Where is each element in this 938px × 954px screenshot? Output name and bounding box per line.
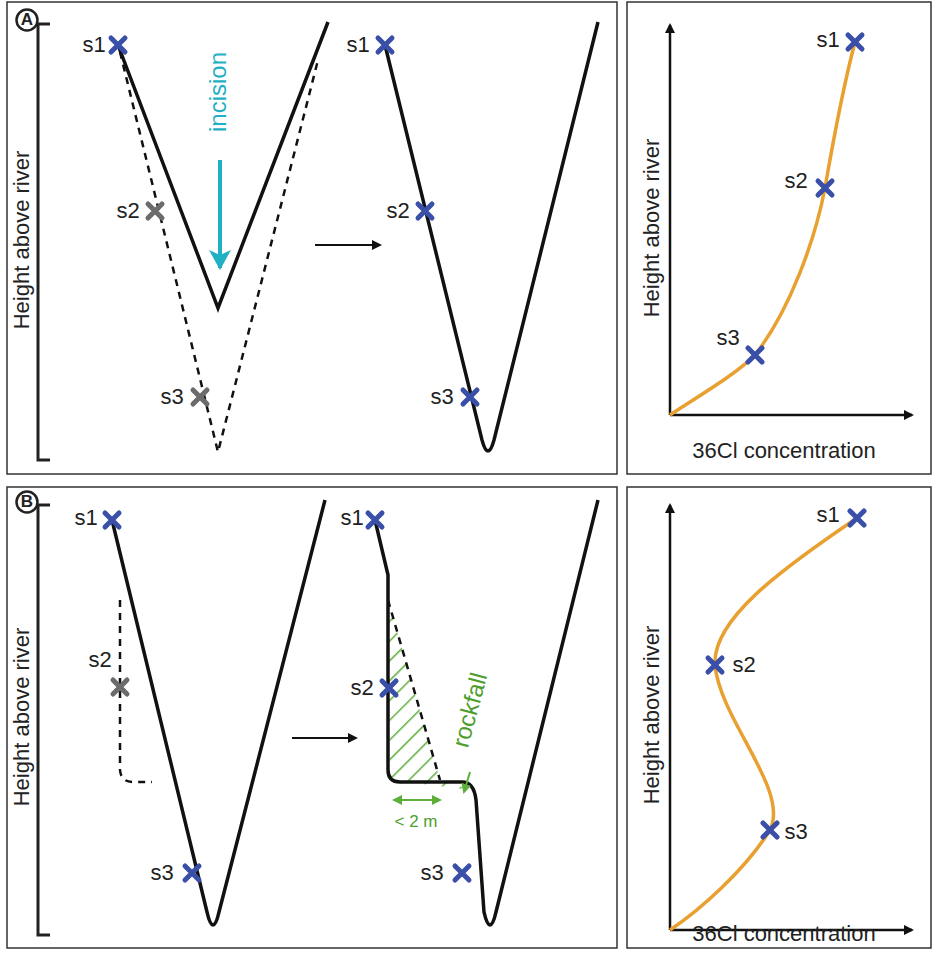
sample-label: s1	[816, 28, 839, 52]
axis-label: Height above river	[10, 151, 34, 330]
sample-label: s2	[88, 648, 111, 672]
process-label: incision	[205, 52, 231, 132]
sample-label: s2	[386, 199, 409, 223]
sample-label: s1	[340, 506, 363, 530]
sample-label: s1	[816, 503, 839, 527]
sample-label: s2	[732, 653, 755, 677]
panel-letter-text: B	[15, 490, 39, 514]
panel-letter: A	[15, 8, 39, 32]
sample-label: s3	[150, 861, 173, 885]
sample-label: s3	[160, 385, 183, 409]
axis-label: 36Cl concentration	[692, 922, 875, 946]
sample-label: s2	[350, 676, 373, 700]
sample-label: s3	[430, 385, 453, 409]
axis-label: Height above river	[640, 626, 664, 805]
axis-label: 36Cl concentration	[692, 439, 875, 463]
panel-letter: B	[15, 490, 39, 514]
sample-label: s3	[716, 326, 739, 350]
process-label: rockfall	[447, 670, 492, 750]
sample-label: s1	[74, 506, 97, 530]
sample-label: s2	[784, 169, 807, 193]
sample-label: s2	[116, 199, 139, 223]
sample-label: s3	[420, 861, 443, 885]
panel-letter-text: A	[15, 8, 39, 32]
sample-label: s3	[784, 820, 807, 844]
axis-label: Height above river	[10, 628, 34, 807]
sample-label: s1	[82, 33, 105, 57]
axis-label: Height above river	[640, 139, 664, 318]
sample-label: s1	[346, 33, 369, 57]
dimension-label: < 2 m	[395, 813, 438, 832]
